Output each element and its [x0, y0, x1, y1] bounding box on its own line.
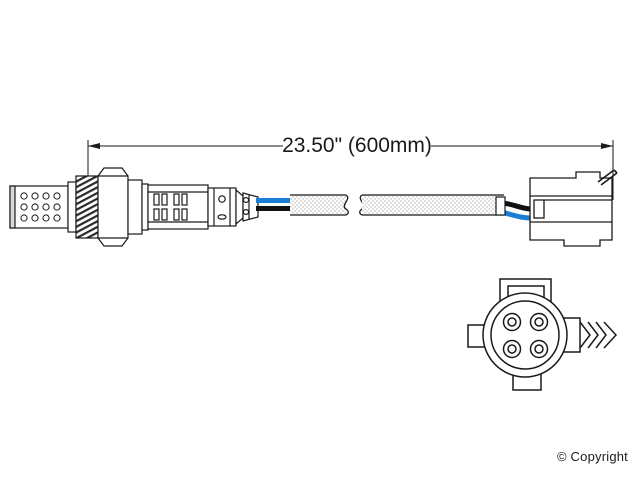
braided-cable-sleeve-segment-2 [362, 194, 504, 216]
dimension-arrow-left [88, 143, 100, 149]
pin-3 [502, 339, 522, 359]
pin-4 [529, 339, 549, 359]
shield-collar [67, 181, 77, 233]
body-slot-group [153, 193, 188, 221]
rubber-boot [235, 188, 259, 226]
black-wire [256, 206, 292, 211]
threaded-section [75, 175, 99, 239]
copyright-notice: © Copyright [556, 449, 628, 464]
dimension-line-group [87, 140, 614, 200]
braided-cable-sleeve-segment-1 [290, 194, 346, 216]
dimension-label: 23.50" (600mm) [282, 134, 432, 157]
hex-nut [97, 167, 129, 247]
sensor-wire-run-left [256, 198, 292, 211]
connector-face-view [467, 278, 618, 391]
pin-1 [502, 312, 522, 332]
blue-wire [256, 198, 292, 203]
cable-break-symbol [343, 194, 365, 216]
connector-pin-group [502, 312, 549, 359]
sensor-rear-housing [207, 187, 237, 227]
dimension-arrow-right [601, 143, 613, 149]
pin-2 [529, 312, 549, 332]
perforated-protective-shield [9, 185, 69, 229]
cable-entry-grommet [495, 196, 506, 216]
shield-hole-grid [20, 192, 61, 222]
connector-side-view [529, 169, 618, 247]
sensor-body-housing [147, 184, 209, 230]
arrow-latch [579, 321, 618, 349]
sensor-collar [127, 179, 149, 235]
